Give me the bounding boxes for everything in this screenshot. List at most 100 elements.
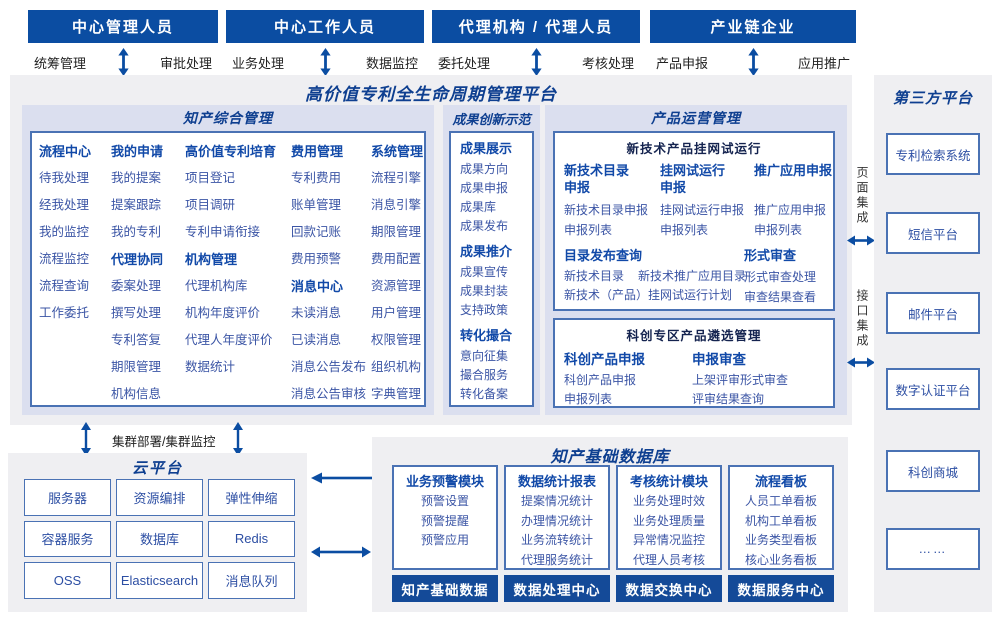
menu-item: 期限管理 — [111, 360, 162, 374]
menu-item: 业务处理时效 — [632, 494, 705, 508]
menu-item: 委案处理 — [111, 279, 162, 293]
menu-item: 代理人年度评价 — [185, 333, 273, 347]
menu-item: 评审结果查询 — [692, 392, 765, 406]
menu-item: 成果库 — [460, 200, 497, 214]
third-party-system: 短信平台 — [886, 212, 980, 254]
cloud-service: Redis — [208, 520, 295, 558]
role-action-label: 业务处理 — [232, 55, 285, 71]
role-header: 中心管理人员 — [28, 10, 218, 43]
menu-column: 我的申请 我的提案提案跟踪我的专利 代理协同 委案处理撰写处理专利答复期限管理机… — [111, 138, 185, 405]
cloud-service: 消息队列 — [208, 562, 295, 599]
menu-item: 代理人员考核 — [632, 552, 705, 567]
menu-item-list: 上架评审形式审查评审结果查询 — [692, 371, 788, 409]
menu-group-header: 转化撮合 — [460, 328, 513, 343]
role-action-label: 考核处理 — [581, 55, 634, 71]
role-action-label: 委托处理 — [438, 55, 491, 71]
menu-group-header: 形式审查 — [744, 248, 797, 263]
menu-item: 项目调研 — [185, 198, 236, 212]
menu-item-list: 推广应用申报申报列表 — [754, 200, 834, 240]
cloud-service: 资源编排 — [116, 479, 203, 516]
menu-item: 撰写处理 — [111, 306, 162, 320]
platform-panel: 高价值专利全生命周期管理平台 知产综合管理 流程中心 待我处理经我处理我的监控流… — [10, 75, 852, 425]
sub-box-title: 新技术产品挂网试运行 — [626, 142, 762, 156]
api-integration-label: 接口集成 — [855, 289, 869, 349]
menu-item-list: 挂网试运行申报申报列表 — [660, 200, 754, 240]
menu-group-header: 考核统计模块 — [629, 474, 708, 489]
menu-item-list: 代理机构库机构年度评价代理人年度评价数据统计 — [185, 273, 291, 381]
database-center-bar: 数据处理中心 — [504, 575, 610, 602]
menu-item: 预警设置 — [420, 494, 469, 508]
menu-item: 专利申请衔接 — [185, 225, 261, 239]
achievement-box: 成果展示 成果方向成果申报成果库成果发布 成果推介 成果宣传成果封装支持政策 转… — [449, 131, 534, 407]
menu-item: 业务处理质量 — [632, 513, 705, 528]
menu-item-list: 意向征集撮合服务转化备案 — [460, 347, 532, 404]
vertical-double-arrow-icon — [319, 48, 332, 76]
menu-column: 科创产品申报 科创产品申报申报列表 — [564, 348, 692, 409]
top-group-center-managers: 中心管理人员 统筹管理 审批处理 — [28, 10, 218, 77]
menu-column: 费用管理 专利费用账单管理回款记账费用预警 消息中心 未读消息已读消息消息公告发… — [291, 138, 371, 405]
database-module: 数据统计报表 提案情况统计办理情况统计业务流转统计代理服务统计 — [504, 465, 610, 570]
menu-item: 成果宣传 — [460, 265, 509, 279]
menu-group-header: 流程看板 — [754, 474, 807, 489]
menu-item: 流程查询 — [39, 279, 90, 293]
top-group-industry-chain: 产业链企业 产品申报 应用推广 — [650, 10, 856, 77]
menu-item-list: 委案处理撰写处理专利答复期限管理机构信息 — [111, 273, 185, 408]
menu-item: 用户管理 — [371, 306, 422, 320]
menu-item: 形式审查处理 — [744, 270, 817, 284]
menu-item: 组织机构 — [371, 360, 422, 374]
menu-column: 挂网试运行 申报 挂网试运行申报申报列表 — [660, 162, 754, 240]
menu-item: 办理情况统计 — [520, 513, 593, 528]
menu-column: 推广应用申报 推广应用申报申报列表 — [754, 162, 834, 240]
trial-operation-box: 新技术产品挂网试运行 新技术目录 申报 新技术目录申报申报列表 挂网试运行 申报… — [553, 131, 835, 311]
menu-item: 申报列表 — [564, 223, 613, 237]
catalog-query-group: 目录发布查询 新技术目录新技术推广应用目录 新技术（产品）挂网试运行计划 — [564, 245, 746, 307]
menu-group-header: 推广应用申报 — [754, 163, 833, 178]
menu-column: 流程中心 待我处理经我处理我的监控流程监控流程查询工作委托 — [39, 138, 111, 405]
menu-item: 代理机构库 — [185, 279, 248, 293]
menu-item: 审查结果查看 — [744, 290, 817, 304]
menu-item: 流程监控 — [39, 252, 90, 266]
third-party-system: 数字认证平台 — [886, 368, 980, 410]
menu-group-header: 新技术目录 申报 — [564, 163, 630, 195]
menu-item: 已读消息 — [291, 333, 342, 347]
menu-group-header: 成果展示 — [460, 141, 513, 156]
menu-group-header: 系统管理 — [371, 144, 424, 159]
ip-database-panel: 知产基础数据库 业务预警模块 预警设置预警提醒预警应用 数据统计报表 提案情况统… — [372, 437, 848, 612]
menu-item: 人员工单看板 — [744, 494, 817, 508]
menu-item: 上架评审形式审查 — [692, 373, 789, 387]
menu-item: 专利费用 — [291, 171, 342, 185]
database-module: 业务预警模块 预警设置预警提醒预警应用 — [392, 465, 498, 570]
role-actions: 业务处理 数据监控 — [226, 43, 424, 77]
role-actions: 统筹管理 审批处理 — [28, 43, 218, 77]
third-party-system: 邮件平台 — [886, 292, 980, 334]
menu-group-header: 流程中心 — [39, 144, 92, 159]
menu-item: 推广应用申报 — [754, 203, 827, 217]
menu-item: 预警提醒 — [420, 513, 469, 528]
menu-item-list: 成果宣传成果封装支持政策 — [460, 263, 532, 320]
menu-item: 核心业务看板 — [744, 552, 817, 567]
cloud-service: 数据库 — [116, 520, 203, 558]
database-module: 流程看板 人员工单看板机构工单看板业务类型看板核心业务看板 — [728, 465, 834, 570]
formal-review-group: 形式审查 形式审查处理审查结果查看 — [744, 245, 833, 307]
menu-item: 消息引擎 — [371, 198, 422, 212]
role-action-label: 产品申报 — [656, 55, 709, 71]
role-actions: 委托处理 考核处理 — [432, 43, 640, 77]
menu-column: 系统管理 流程引擎消息引擎期限管理费用配置资源管理用户管理权限管理组织机构字典管… — [371, 138, 427, 405]
menu-item: 未读消息 — [291, 306, 342, 320]
top-group-agencies: 代理机构 / 代理人员 委托处理 考核处理 — [432, 10, 640, 77]
menu-item-list: 待我处理经我处理我的监控流程监控流程查询工作委托 — [39, 165, 111, 327]
role-action-label: 应用推广 — [797, 55, 850, 71]
section-product-operations: 产品运营管理 新技术产品挂网试运行 新技术目录 申报 新技术目录申报申报列表 挂… — [545, 105, 847, 415]
menu-group-header: 费用管理 — [291, 144, 344, 159]
selection-columns: 科创产品申报 科创产品申报申报列表 申报审查 上架评审形式审查评审结果查询 — [555, 344, 833, 409]
menu-item: 待我处理 — [39, 171, 90, 185]
vertical-double-arrow-icon — [747, 48, 760, 76]
menu-item-list: 形式审查处理审查结果查看 — [744, 267, 833, 307]
menu-item: 转化备案 — [460, 387, 509, 401]
menu-item: 专利答复 — [111, 333, 162, 347]
role-action-label: 统筹管理 — [34, 55, 87, 71]
section-title: 产品运营管理 — [651, 110, 741, 126]
